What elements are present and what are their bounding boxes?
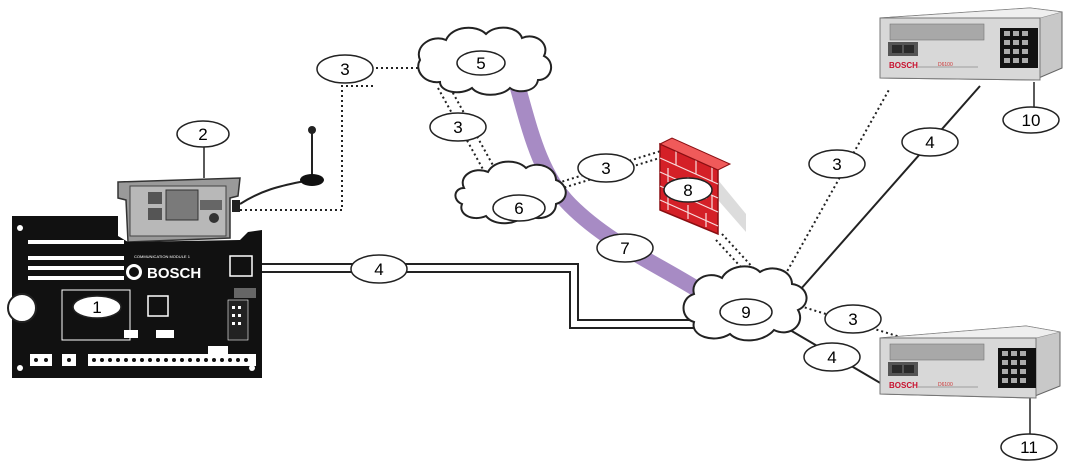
callout-8-label: 8 (683, 181, 692, 200)
callout-5: 5 (456, 50, 506, 76)
callout-4c-label: 4 (827, 348, 836, 367)
callout-10: 10 (1002, 106, 1060, 134)
callout-4b-label: 4 (925, 133, 934, 152)
callout-7-label: 7 (620, 239, 629, 258)
callout-7: 7 (596, 233, 654, 263)
callout-3b-label: 3 (453, 118, 462, 137)
wired-link-panel-to-cloud9-outer (258, 263, 700, 321)
callouts: 1 2 3 3 3 3 3 4 (72, 50, 1060, 461)
callout-4a-label: 4 (374, 260, 383, 279)
callout-3d-label: 3 (832, 155, 841, 174)
callout-9: 9 (719, 298, 773, 326)
callout-9-label: 9 (741, 303, 750, 322)
dotted-link-cloud9-to-receiver11 (799, 305, 911, 341)
communication-module (117, 126, 324, 243)
panel-brand: BOSCH (147, 265, 201, 282)
callout-4-a: 4 (350, 254, 408, 284)
receiver-top-model: D6100 (938, 62, 953, 68)
callout-3e-label: 3 (848, 310, 857, 329)
connections (203, 67, 1035, 436)
callout-3c-label: 3 (601, 159, 610, 178)
callout-3-d: 3 (808, 149, 866, 179)
callout-2: 2 (176, 120, 230, 148)
callout-1-label: 1 (92, 298, 101, 317)
receiver-top: BOSCH D6100 (879, 7, 1063, 81)
callout-8: 8 (663, 177, 713, 203)
cellular-link-cloud5-to-cloud9 (510, 80, 716, 304)
receiver-bottom-brand: BOSCH (889, 381, 918, 390)
callout-6-label: 6 (514, 199, 523, 218)
solid-link-cloud9-to-receiver10 (799, 85, 981, 291)
callout-3-e: 3 (824, 304, 882, 334)
callout-3-c: 3 (577, 153, 635, 183)
receiver-bottom-model: D6100 (938, 382, 953, 388)
terminal-blocks (30, 354, 256, 366)
callout-11-label: 11 (1020, 438, 1038, 457)
callout-5-label: 5 (476, 54, 485, 73)
panel-module-label: COMMUNICATION MODULE 1 (134, 254, 191, 259)
callout-3-b: 3 (429, 112, 487, 142)
callout-2-label: 2 (198, 125, 207, 144)
receiver-bottom: BOSCH D6100 (879, 325, 1061, 399)
dotted-link-cloud9-to-receiver10 (779, 87, 891, 285)
callout-11: 11 (1000, 433, 1058, 461)
callout-10-label: 10 (1022, 111, 1041, 130)
callout-4-c: 4 (803, 342, 861, 372)
receiver-top-brand: BOSCH (889, 61, 918, 70)
callout-3-a: 3 (316, 54, 374, 84)
control-panel: BOSCH COMMUNICATION MODULE 1 (7, 216, 262, 378)
dotted-link-module-to-cloud5 (240, 85, 376, 211)
callout-1: 1 (72, 295, 122, 319)
callout-6: 6 (492, 194, 546, 222)
callout-3a-label: 3 (340, 60, 349, 79)
wired-link-panel-to-cloud9-inner (258, 271, 700, 329)
callout-4-b: 4 (901, 127, 959, 157)
